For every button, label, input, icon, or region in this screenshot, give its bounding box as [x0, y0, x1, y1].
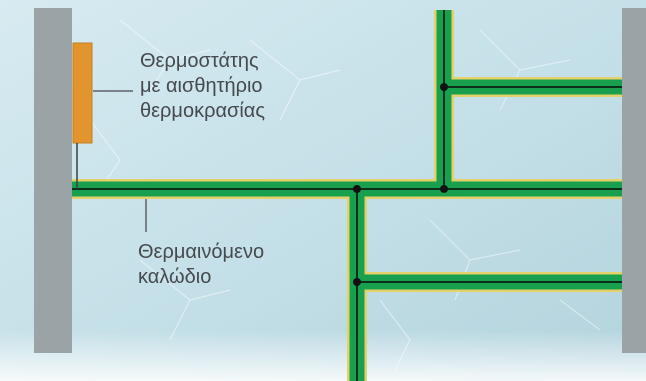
- heating-cable-label: Θερμαινόμενο καλώδιο: [138, 240, 264, 290]
- left-pillar: [34, 8, 72, 353]
- junction-dot: [440, 185, 448, 193]
- thermostat-label-line-3: θερμοκρασίας: [140, 100, 265, 122]
- thermostat-label-line-2: με αισθητήριο: [140, 75, 263, 97]
- bottom-fade: [0, 330, 646, 381]
- thermostat-label-line-1: Θερμοστάτης: [140, 50, 259, 72]
- right-pillar: [622, 8, 646, 353]
- thermostat-box: [72, 42, 93, 144]
- heating-cable-label-line-1: Θερμαινόμενο: [138, 241, 265, 263]
- thermostat-label: Θερμοστάτης με αισθητήριο θερμοκρασίας: [140, 49, 265, 124]
- junction-points: [353, 83, 448, 286]
- junction-dot: [353, 278, 361, 286]
- frost-texture: [89, 19, 601, 371]
- junction-dot: [353, 185, 361, 193]
- heating-cable-label-line-2: καλώδιο: [138, 266, 212, 288]
- junction-dot: [440, 83, 448, 91]
